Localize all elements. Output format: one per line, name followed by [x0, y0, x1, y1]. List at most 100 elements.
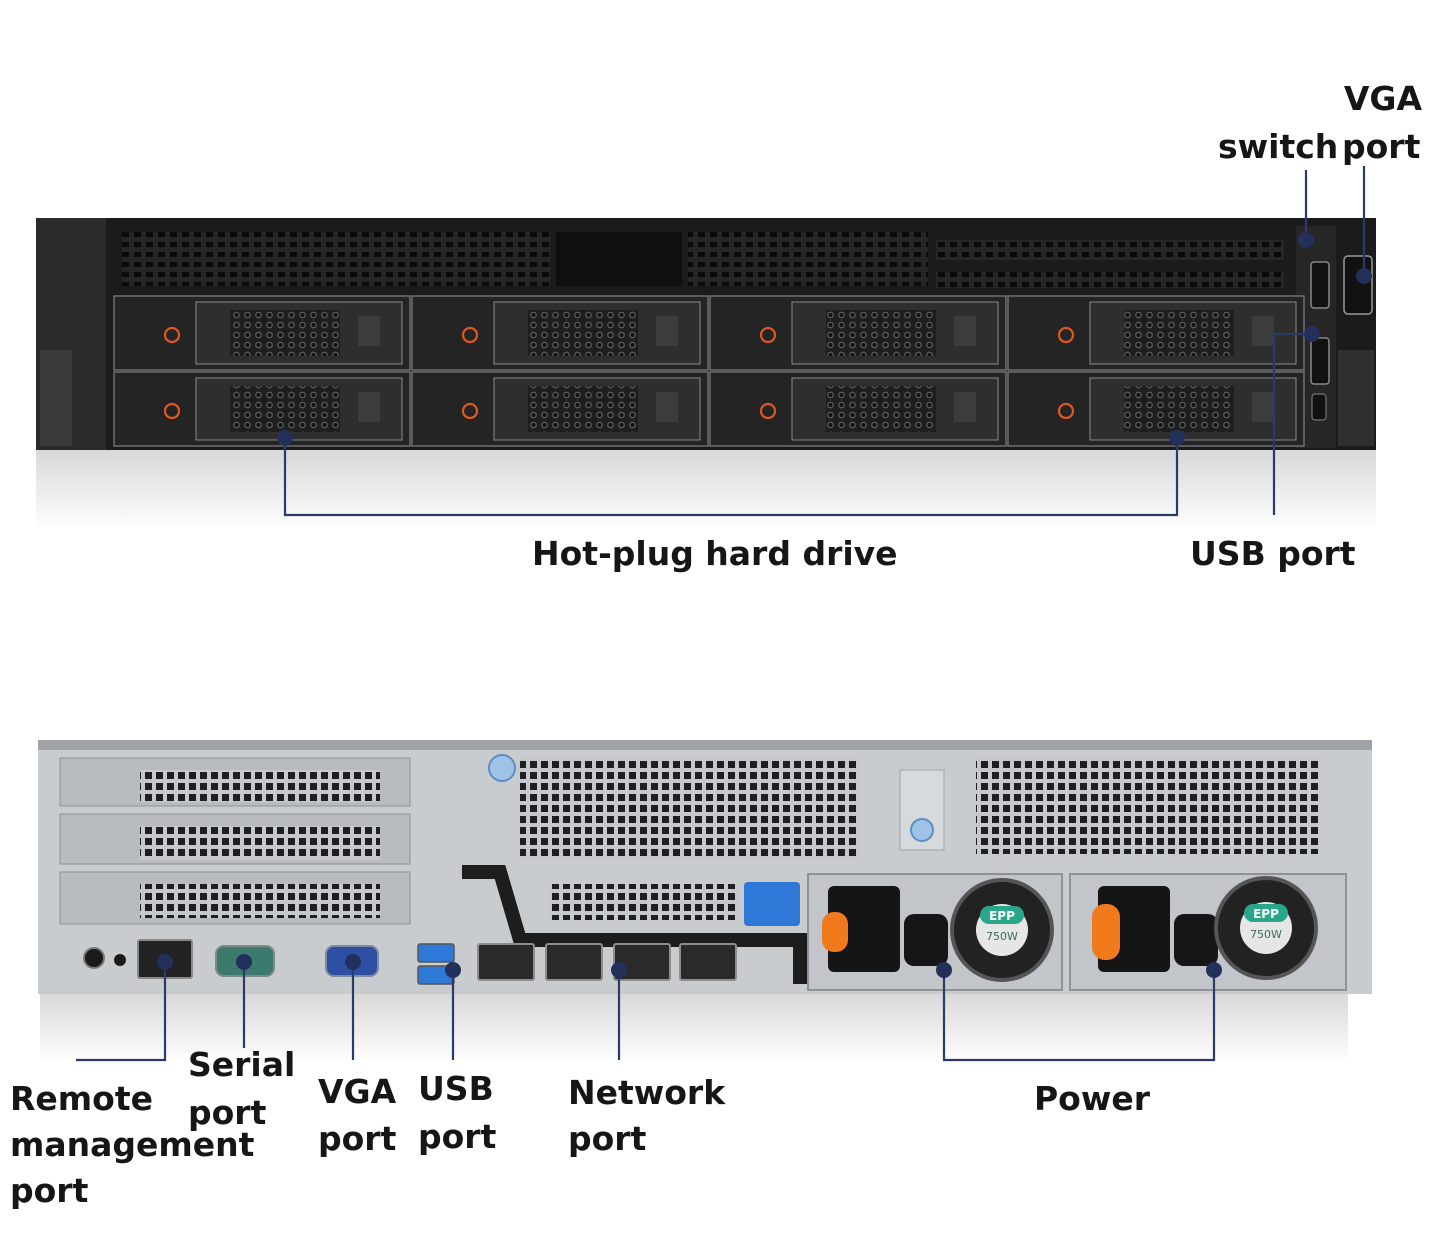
drive-bay[interactable]	[113, 371, 411, 447]
dot-vga-rear	[345, 954, 361, 970]
front-reflection	[36, 450, 1376, 530]
dot-usb-front	[1304, 326, 1320, 342]
label-network-line1: Network	[568, 1073, 726, 1112]
dot-hot-plug-right	[1169, 430, 1185, 446]
drive-status-led	[1252, 316, 1274, 346]
rear-reflection	[40, 993, 1348, 1063]
pcie-slot-3-vent	[140, 884, 380, 918]
psu-2-handle	[1174, 914, 1218, 966]
rear-top-strip	[38, 740, 1372, 750]
label-remote-line2: management	[10, 1125, 255, 1164]
riser-thumbscrew	[488, 754, 516, 782]
front-small-port	[1311, 393, 1327, 421]
dot-serial	[236, 954, 252, 970]
drive-bay[interactable]	[411, 295, 709, 371]
usb-port-rear-1	[417, 943, 455, 963]
dot-switch	[1298, 232, 1314, 248]
label-vga-front-line2: port	[1342, 127, 1421, 166]
drive-bay[interactable]	[113, 295, 411, 371]
front-top-vent-4	[936, 272, 1284, 288]
front-badge-slot	[556, 232, 682, 286]
vga-port-front	[1343, 255, 1373, 315]
label-vga-front-line1: VGA	[1343, 79, 1422, 118]
center-thumbscrew	[910, 818, 934, 842]
drive-bay[interactable]	[411, 371, 709, 447]
front-top-vent-2	[688, 232, 928, 286]
drive-status-led	[954, 392, 976, 422]
right-vent	[976, 758, 1320, 854]
label-remote-line3: port	[10, 1171, 89, 1210]
rear-panel: EPP 750W EPP 750W	[38, 740, 1372, 1063]
drive-grille	[826, 310, 936, 356]
label-remote-line1: Remote	[10, 1079, 154, 1118]
psu-2-latch	[1092, 904, 1120, 960]
psu-1-badge	[980, 906, 1024, 924]
drive-grille	[1124, 310, 1234, 356]
drive-grille	[1124, 386, 1234, 432]
drive-status-led	[358, 392, 380, 422]
drive-release-icon	[461, 326, 479, 344]
dot-power-right	[1206, 962, 1222, 978]
dot-hot-plug-left	[277, 430, 293, 446]
label-usb-rear-line2: port	[418, 1117, 497, 1156]
drive-release-icon	[1057, 326, 1075, 344]
drive-bay[interactable]	[1007, 295, 1305, 371]
drive-grille	[528, 310, 638, 356]
drive-release-icon	[759, 326, 777, 344]
psu-1-inlet	[828, 886, 900, 972]
pcie-slot-1-vent	[140, 770, 380, 802]
drive-bay[interactable]	[709, 371, 1007, 447]
network-port-2	[545, 943, 603, 981]
drive-grille	[528, 386, 638, 432]
right-ear	[1338, 350, 1374, 446]
id-button	[83, 947, 105, 969]
callout-power	[942, 970, 1216, 1062]
dot-vga-front	[1356, 268, 1372, 284]
blue-latch	[744, 882, 800, 926]
drive-release-icon	[1057, 402, 1075, 420]
psu-1-latch	[822, 912, 848, 952]
network-port-3	[613, 943, 671, 981]
drive-release-icon	[461, 402, 479, 420]
network-port-1	[477, 943, 535, 981]
label-usb-rear-line1: USB	[418, 1069, 494, 1108]
psu-1-rating: 750W	[986, 930, 1018, 943]
ocp-card-vent	[548, 884, 738, 920]
usb-port-front-2	[1310, 337, 1330, 385]
drive-status-led	[656, 392, 678, 422]
psu-1-badge-text: EPP	[989, 909, 1015, 923]
drive-release-icon	[163, 402, 181, 420]
dot-usb-rear	[445, 962, 461, 978]
left-ear-handle	[40, 350, 72, 446]
front-top-vent-1	[122, 232, 550, 286]
front-panel	[36, 218, 1376, 530]
drive-bay[interactable]	[1007, 371, 1305, 447]
label-hot-plug: Hot-plug hard drive	[532, 534, 898, 573]
drive-release-icon	[163, 326, 181, 344]
label-vga-rear-line2: port	[318, 1119, 397, 1158]
drive-grille	[826, 386, 936, 432]
label-serial-line2: port	[188, 1093, 267, 1132]
cable-arm	[462, 865, 807, 984]
drive-status-led	[358, 316, 380, 346]
drive-status-led	[954, 316, 976, 346]
pcie-slot-2-vent	[140, 826, 380, 860]
drive-grille	[230, 386, 340, 432]
drive-grille	[230, 310, 340, 356]
callout-hot-plug	[283, 438, 1179, 517]
rear-callouts	[76, 954, 1222, 1062]
psu-2-rating: 750W	[1250, 928, 1282, 941]
dot-remote	[157, 954, 173, 970]
riser-vent	[520, 758, 858, 858]
label-power: Power	[1034, 1079, 1150, 1118]
callout-remote	[76, 962, 167, 1062]
dot-power-left	[936, 962, 952, 978]
drive-status-led	[656, 316, 678, 346]
drive-bay[interactable]	[709, 295, 1007, 371]
label-vga-rear-line1: VGA	[318, 1072, 397, 1111]
label-usb-front: USB port	[1190, 534, 1356, 573]
label-serial-line1: Serial	[188, 1045, 296, 1084]
front-top-vent-3	[936, 240, 1284, 260]
front-callouts	[277, 166, 1372, 517]
